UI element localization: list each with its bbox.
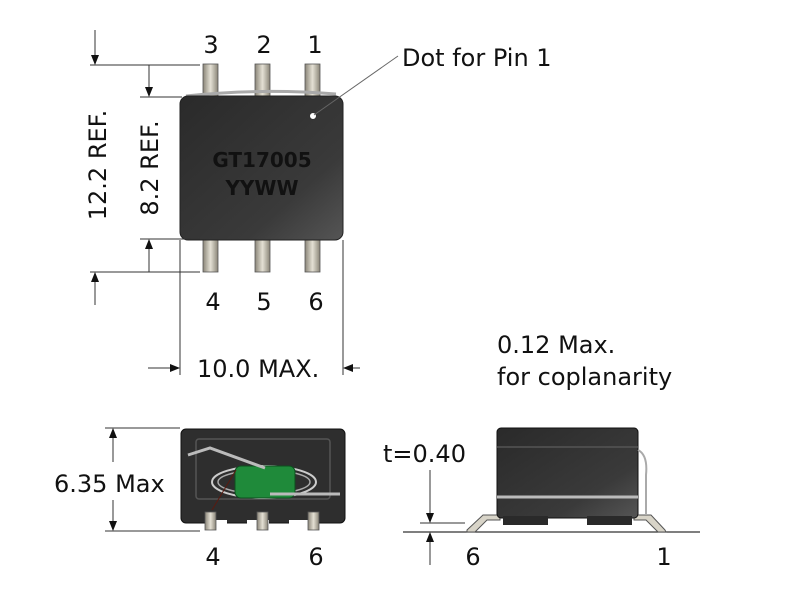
marking-date-code: YYWW: [224, 176, 298, 200]
pin-label-5: 5: [256, 288, 271, 316]
wire-lead: [185, 89, 337, 98]
top-pins: [202, 63, 321, 273]
front-pin-label-6: 6: [308, 543, 323, 571]
side-view: t=0.40 6 1: [383, 427, 700, 571]
dim-body-height: 8.2 REF.: [136, 120, 164, 215]
front-pin-label-4: 4: [205, 543, 220, 571]
package-body: [179, 95, 344, 241]
pin-label-4: 4: [205, 288, 220, 316]
coplanarity-note-line1: 0.12 Max.: [497, 331, 615, 359]
dimension-lines: [90, 30, 360, 375]
dot-callout-label: Dot for Pin 1: [402, 44, 552, 72]
ferrite-core: [234, 465, 296, 499]
pin-label-2: 2: [256, 31, 271, 59]
pin-label-3: 3: [203, 31, 218, 59]
side-pin-label-1: 1: [656, 543, 671, 571]
side-body: [496, 427, 639, 519]
callout-leader: [313, 55, 399, 116]
marking-part-number: GT17005: [212, 148, 311, 172]
top-view: GT17005 YYWW Dot for Pin 1 3 2 1 4 5 6 1…: [84, 30, 552, 383]
side-pin-label-6: 6: [465, 543, 480, 571]
pin-label-1: 1: [307, 31, 322, 59]
dim-overall-height: 12.2 REF.: [84, 110, 112, 220]
dim-lead-thickness: t=0.40: [383, 440, 466, 468]
pin-4: [202, 237, 219, 273]
front-view: 6.35 Max 4 6: [54, 427, 346, 571]
pin-label-6: 6: [308, 288, 323, 316]
coplanarity-note-line2: for coplanarity: [497, 363, 672, 391]
pin-6: [304, 237, 321, 273]
dim-total-height: 6.35 Max: [54, 470, 165, 498]
dim-width: 10.0 MAX.: [197, 355, 319, 383]
pin-5: [254, 237, 271, 273]
